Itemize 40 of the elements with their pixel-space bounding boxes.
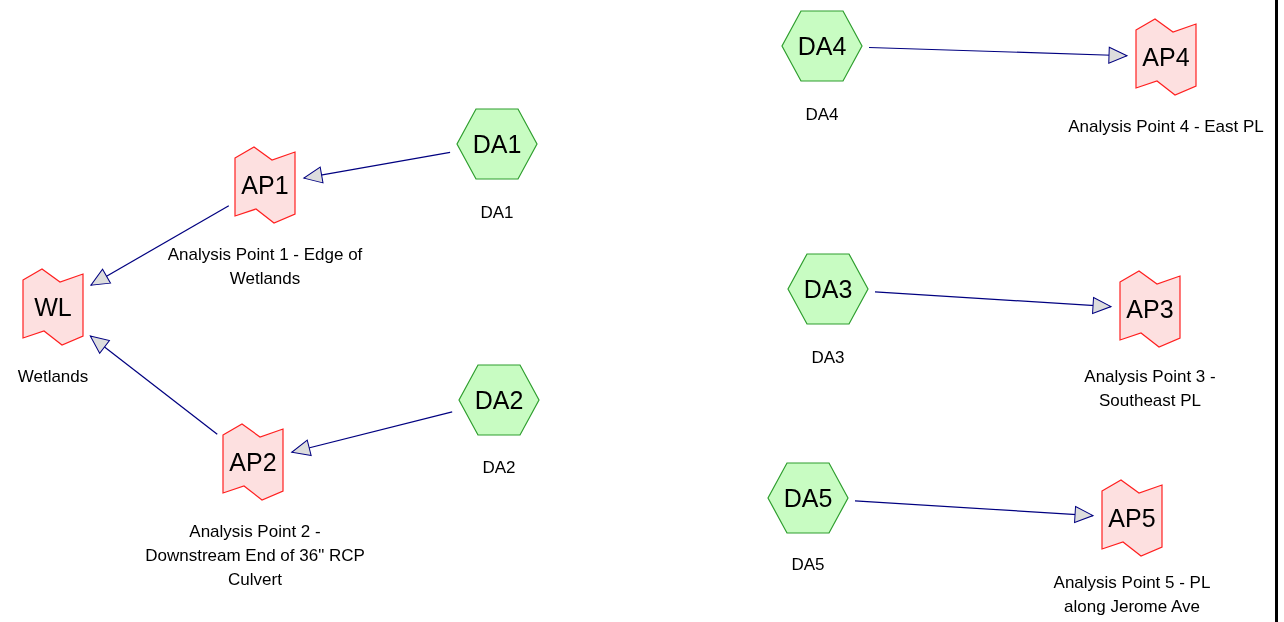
node-label: AP4 [1142,44,1190,70]
arrow [291,411,453,457]
node-label: AP2 [229,449,277,475]
analysis-point-node [1101,479,1163,557]
node-caption: DA2 [481,457,517,479]
node-label: DA2 [474,387,524,413]
node-label: AP5 [1108,505,1156,531]
arrow [90,205,230,286]
node-caption: Analysis Point 4 - East PL [1067,116,1265,138]
hexagon-node [767,462,849,534]
arrow [89,335,218,435]
node-label: WL [34,294,72,320]
node-label: AP3 [1126,296,1174,322]
node-label: DA3 [803,276,853,302]
analysis-point-node [1119,270,1181,348]
node-caption: Analysis Point 2 - Downstream End of 36" RCP Culvert [144,521,366,591]
analysis-point-node [222,423,284,501]
node-caption: DA1 [479,202,515,224]
node-label: DA1 [472,131,522,157]
node-caption: Analysis Point 3 - Southeast PL [1083,366,1217,412]
analysis-point-node [1135,18,1197,96]
node-label: DA5 [783,485,833,511]
node-label: AP1 [241,172,289,198]
analysis-point-node [22,268,84,346]
arrow [303,151,451,184]
node-caption: Analysis Point 5 - PL along Jerome Ave [1052,572,1212,618]
node-caption: Wetlands [16,366,90,388]
hexagon-node [458,364,540,436]
arrow [868,46,1128,64]
analysis-point-node [234,146,296,224]
node-caption: Analysis Point 1 - Edge of Wetlands [166,244,364,290]
node-label: DA4 [797,33,847,59]
arrow [854,500,1094,523]
arrow [874,291,1112,314]
hexagon-node [456,108,538,180]
hexagon-node [781,10,863,82]
node-caption: DA3 [810,347,846,369]
hexagon-node [787,253,869,325]
node-caption: DA5 [790,554,826,576]
node-caption: DA4 [804,104,840,126]
